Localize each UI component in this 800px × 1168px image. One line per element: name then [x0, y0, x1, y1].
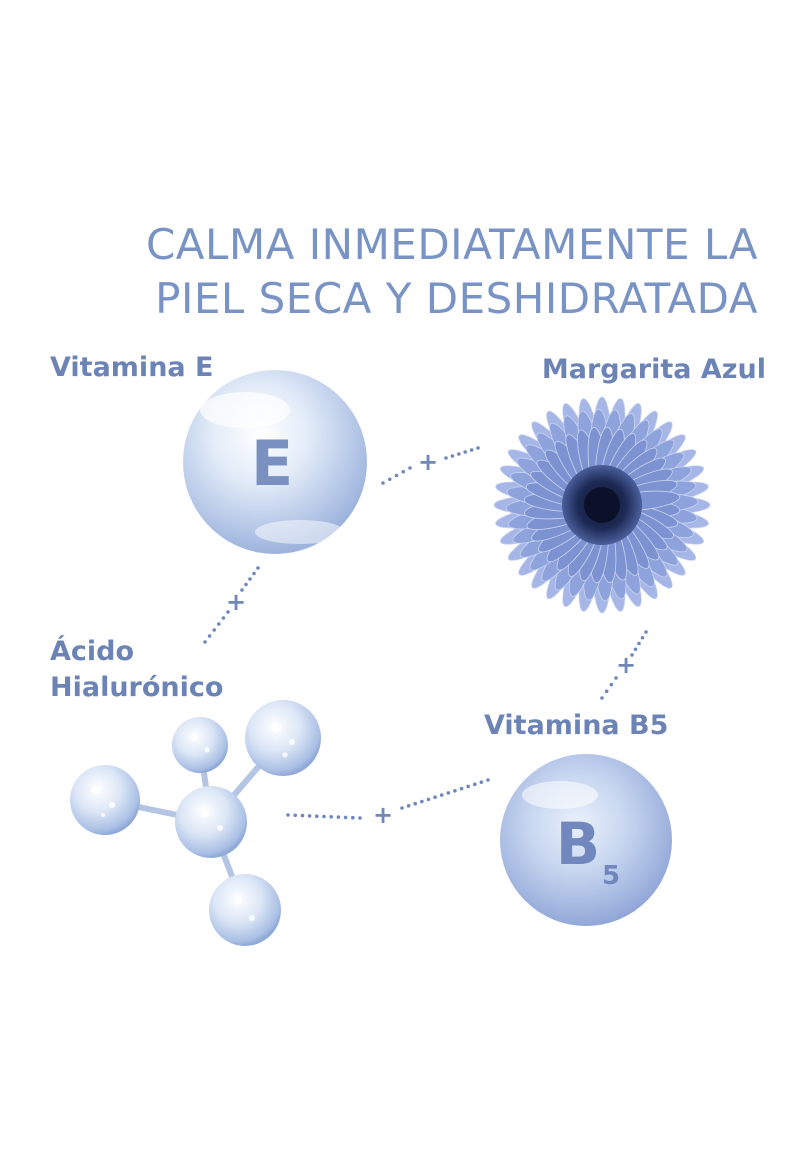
connector-dot — [640, 635, 645, 640]
vitamin-e-sphere: E — [183, 370, 367, 554]
connector-dot — [476, 446, 480, 450]
plus-sign-right: + — [616, 651, 637, 679]
vitamin-e-label: Vitamina E — [50, 352, 214, 383]
headline: CALMA INMEDIATAMENTE LA PIEL SECA Y DESH… — [58, 218, 758, 326]
connector-dot — [637, 641, 641, 646]
hyaluronic-label-line-2: Hialurónico — [50, 672, 224, 703]
flower-center-inner — [584, 487, 620, 523]
vitamin-b5-label: Vitamina B5 — [484, 710, 669, 741]
connector-dot — [401, 469, 406, 474]
connector-dot — [433, 795, 437, 800]
connector-dot — [457, 452, 461, 456]
connector-dot — [252, 571, 256, 576]
plus-sign-left: + — [226, 588, 247, 616]
connector-dot — [446, 791, 451, 795]
connector-dot — [307, 814, 312, 818]
connector-dot — [217, 622, 221, 626]
connector-dot — [358, 816, 362, 820]
connector-dot — [466, 784, 470, 789]
connector-dot — [244, 582, 248, 587]
hyaluronic-label-line-1: Ácido — [50, 636, 135, 667]
plus-sign-bottom: + — [373, 801, 394, 829]
connector-dot — [479, 780, 484, 784]
vitamin-e-symbol: E — [251, 427, 293, 500]
connector-dot — [614, 676, 618, 680]
vitamin-b5-symbol: B — [556, 810, 600, 878]
connector-dot — [226, 610, 230, 614]
connector-dot — [453, 788, 457, 793]
connector-dot — [248, 577, 252, 581]
connector-dot — [212, 628, 216, 632]
connector-dot — [486, 778, 490, 782]
connector-dot — [439, 793, 444, 797]
connector-dot — [381, 481, 385, 485]
connector-dot — [450, 454, 455, 458]
connector-dot — [459, 786, 464, 791]
connector-dot — [472, 782, 477, 787]
vitamin-b5-sphere: B 5 — [500, 754, 672, 926]
blue-daisy-flower — [493, 396, 711, 614]
connector-dot — [351, 815, 355, 820]
connector-dot — [604, 689, 609, 694]
connector-dot — [644, 630, 648, 634]
headline-line-1: CALMA INMEDIATAMENTE LA — [145, 220, 758, 269]
vitamin-b5-subscript: 5 — [602, 861, 620, 891]
blue-daisy-label: Margarita Azul — [541, 354, 766, 385]
connector-dot — [336, 815, 341, 819]
connector-dot — [630, 653, 634, 657]
connector-dot — [322, 814, 326, 819]
hyaluronic-acid-label: Ácido Hialurónico — [50, 634, 223, 706]
connector-dot — [256, 566, 260, 570]
connector-dot — [406, 804, 411, 808]
connector-dot — [240, 588, 244, 592]
connector-dot — [300, 813, 305, 818]
dotted-connectors — [203, 446, 648, 820]
connector-dot — [463, 450, 468, 454]
connector-dot — [426, 797, 431, 802]
connector-dot — [286, 813, 290, 817]
connector-dot — [609, 682, 614, 687]
connector-dot — [394, 473, 399, 478]
connector-dot — [600, 696, 604, 700]
connector-dot — [420, 799, 424, 804]
connector-dot — [400, 806, 404, 810]
connector-dot — [293, 813, 298, 818]
plus-sign-top: + — [418, 448, 439, 476]
connector-dot — [329, 815, 334, 819]
connector-dot — [203, 640, 207, 644]
connector-dot — [408, 466, 412, 470]
connector-dot — [469, 448, 474, 452]
connector-dot — [221, 616, 226, 620]
connector-dot — [343, 815, 348, 820]
connector-dot — [387, 477, 392, 482]
connector-dot — [633, 647, 638, 652]
hyaluronic-molecule — [70, 700, 321, 946]
headline-line-2: PIEL SECA Y DESHIDRATADA — [155, 274, 758, 323]
connector-dot — [413, 801, 418, 806]
connector-dot — [207, 634, 212, 638]
connector-dot — [444, 456, 448, 460]
connector-dot — [315, 814, 319, 818]
